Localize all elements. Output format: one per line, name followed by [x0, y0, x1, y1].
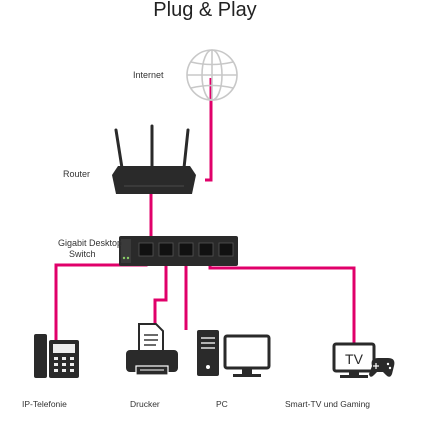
- printer-label: Drucker: [130, 399, 160, 409]
- switch-label-line1: Gigabit Desktop: [58, 238, 122, 248]
- switch-icon: [119, 236, 238, 266]
- printer-icon: [126, 323, 178, 376]
- switch-label-line2: Switch: [69, 249, 96, 259]
- internet-label: Internet: [133, 70, 164, 80]
- gamepad-icon: [369, 358, 395, 377]
- cables: [54, 78, 356, 350]
- router-icon: [112, 124, 196, 194]
- desk-phone-icon: [34, 334, 79, 378]
- router-label: Router: [63, 169, 90, 179]
- pc-label: PC: [216, 399, 228, 409]
- diagram-title: Plug & Play: [153, 0, 256, 21]
- desktop-computer-icon: [197, 330, 271, 377]
- ip-phone-label: IP-Telefonie: [22, 399, 67, 409]
- tv-icon: TV: [332, 342, 376, 378]
- smart-tv-label: Smart-TV und Gaming: [285, 399, 370, 409]
- cable-switch-printer: [153, 250, 168, 335]
- globe-icon: [186, 49, 238, 101]
- tv-screen-label: TV: [345, 351, 364, 367]
- cable-internet-router: [205, 78, 213, 182]
